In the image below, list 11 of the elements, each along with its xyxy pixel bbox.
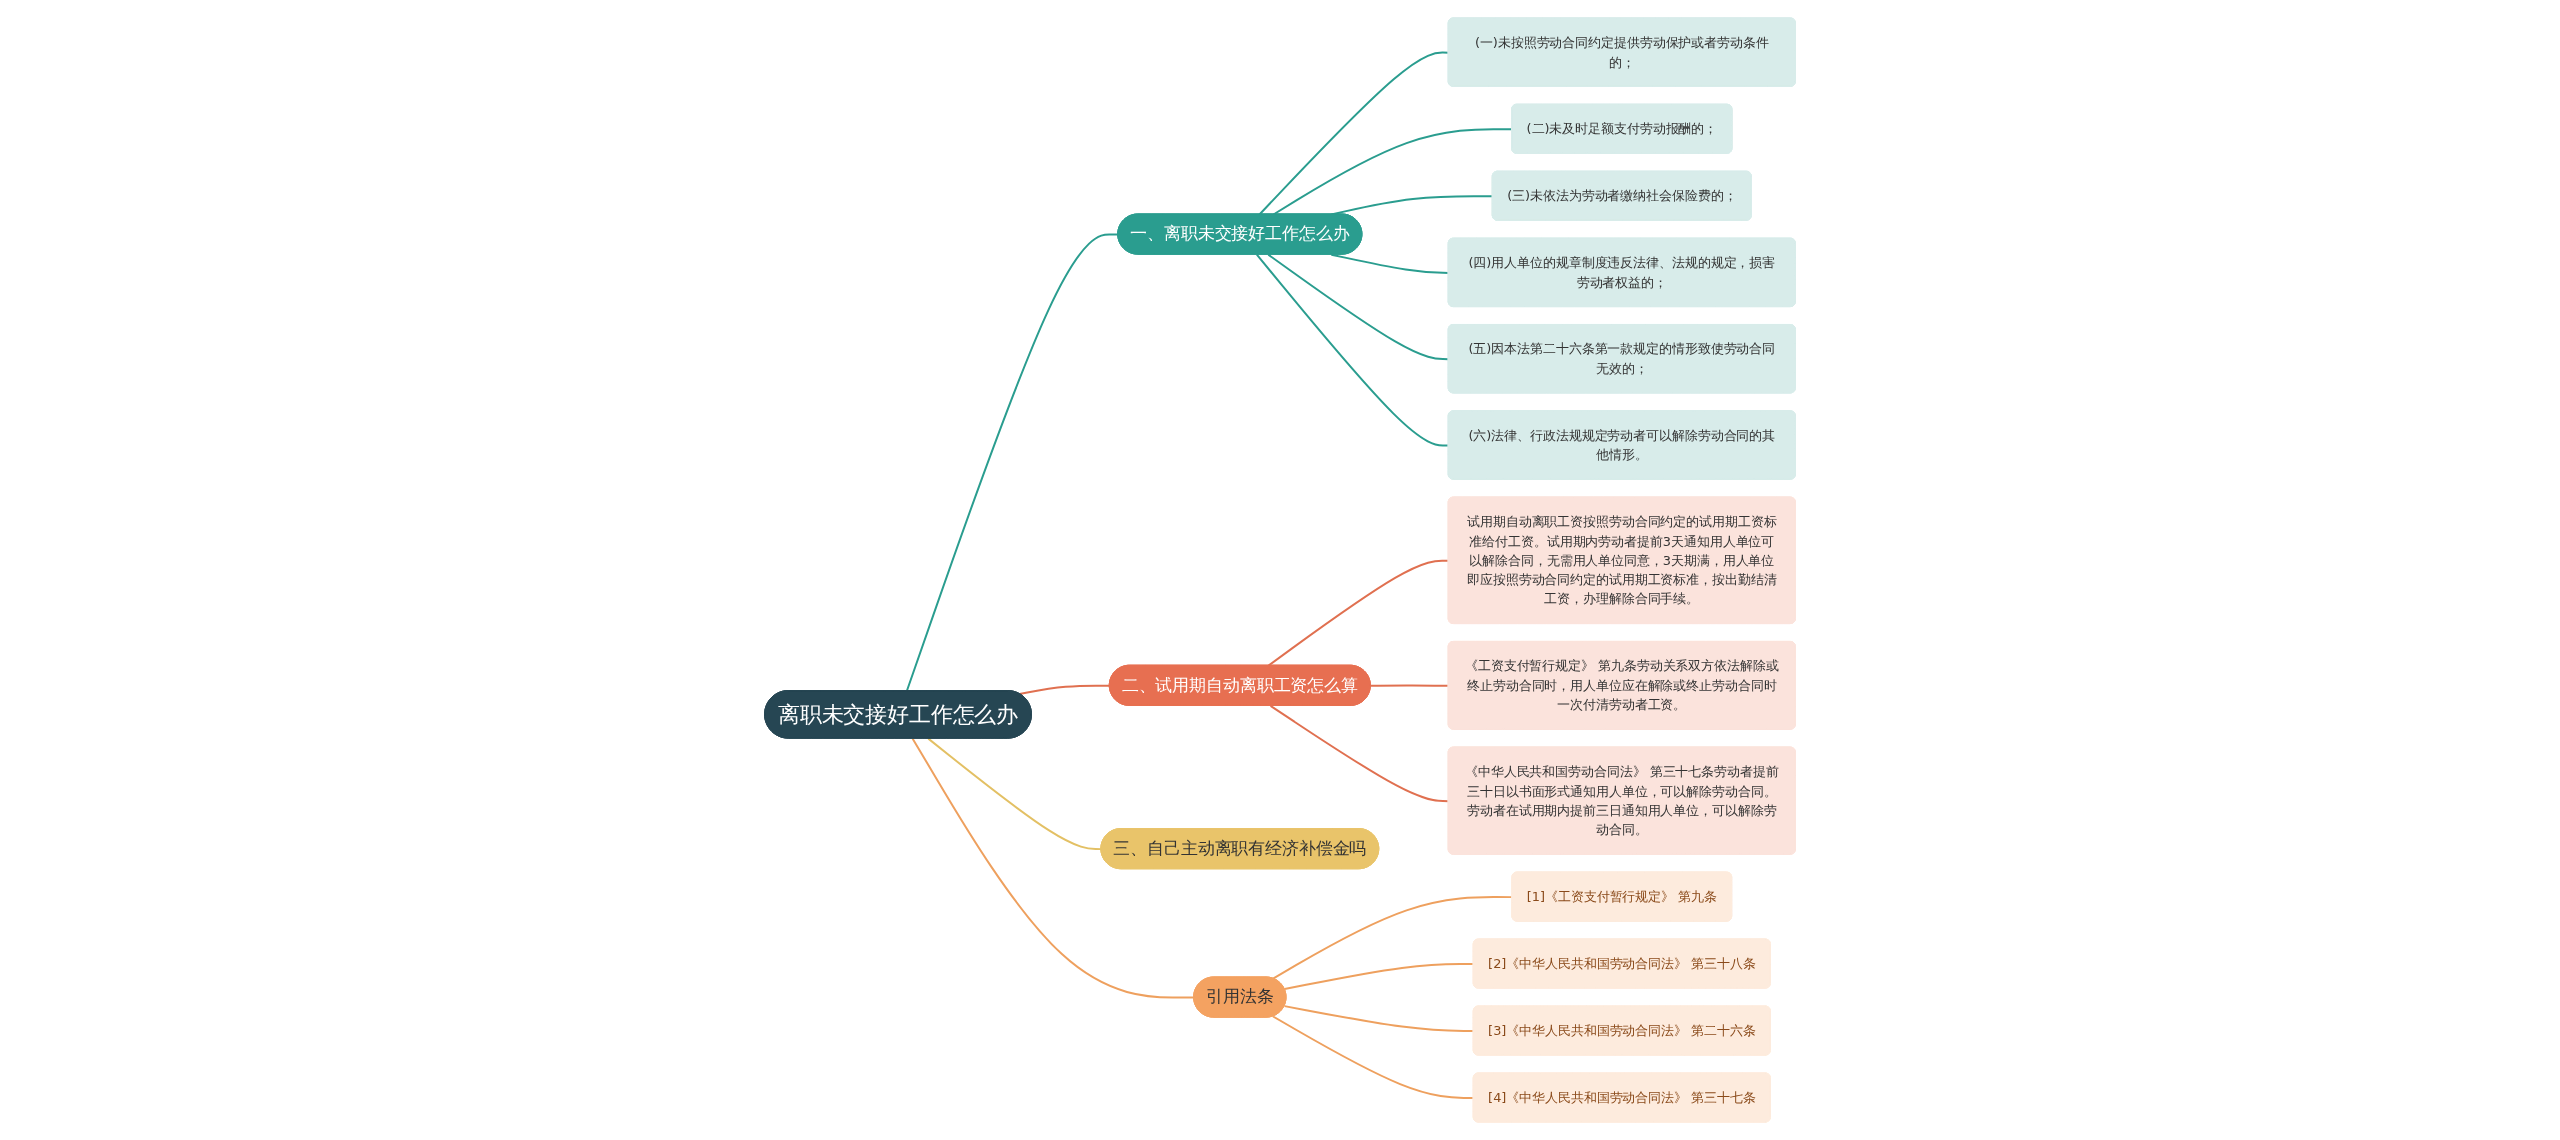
connector [1267, 559, 1450, 667]
connector [1267, 253, 1450, 361]
connector [905, 233, 1120, 692]
connector [1255, 253, 1450, 447]
connector [1369, 684, 1450, 687]
connector [1269, 704, 1450, 803]
connector [1272, 1015, 1475, 1099]
connector [1283, 1005, 1475, 1033]
connector [1018, 684, 1111, 695]
connector [1330, 253, 1450, 274]
connector [1283, 963, 1475, 990]
